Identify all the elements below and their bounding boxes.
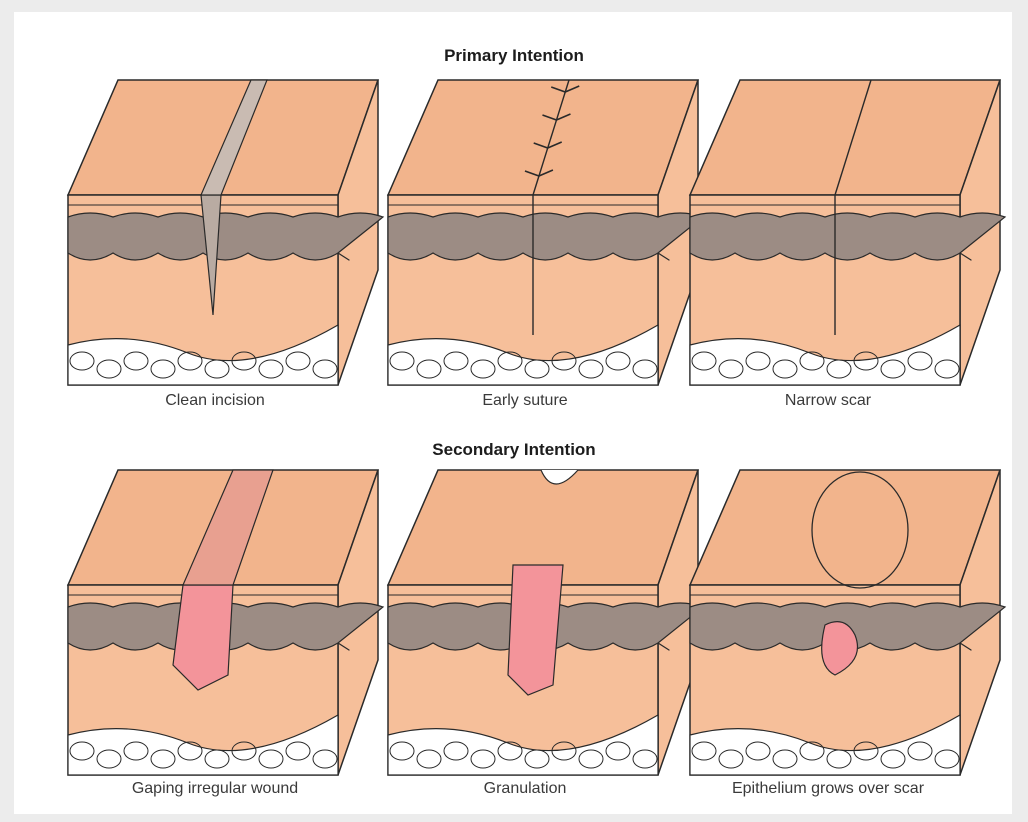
caption-early-suture: Early suture	[360, 392, 690, 410]
caption-narrow-scar: Narrow scar	[663, 392, 993, 410]
skin-block-epithelium	[690, 470, 1005, 775]
skin-block-granulation	[388, 470, 703, 775]
caption-gaping-wound: Gaping irregular wound	[50, 780, 380, 798]
caption-clean-incision: Clean incision	[50, 392, 380, 410]
caption-epithelium: Epithelium grows over scar	[663, 780, 993, 798]
skin-block-gaping-wound	[68, 470, 383, 775]
caption-granulation: Granulation	[360, 780, 690, 798]
skin-block-clean-incision	[68, 80, 383, 385]
skin-block-narrow-scar	[690, 80, 1005, 385]
skin-block-early-suture	[388, 80, 703, 385]
